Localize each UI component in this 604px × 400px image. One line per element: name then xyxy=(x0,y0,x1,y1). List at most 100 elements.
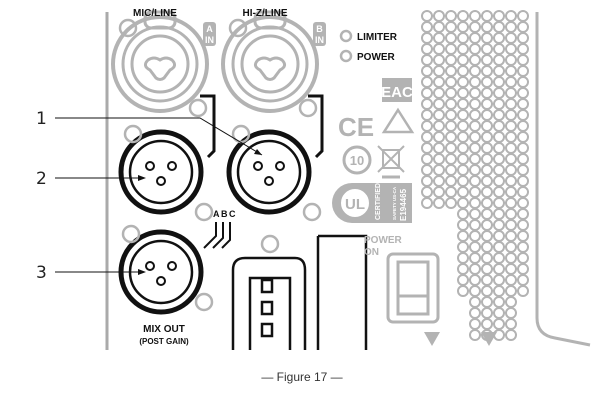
vent-hole xyxy=(505,307,517,319)
vent-hole xyxy=(505,87,517,99)
vent-hole xyxy=(493,329,505,341)
vent-hole xyxy=(457,285,469,297)
vent-hole xyxy=(481,307,493,319)
vent-hole xyxy=(493,87,505,99)
xlr-output-b xyxy=(226,94,324,222)
vent-hole xyxy=(505,263,517,275)
vent-hole xyxy=(493,285,505,297)
vent-hole xyxy=(481,230,493,242)
vent-hole xyxy=(505,10,517,22)
vent-hole xyxy=(433,142,445,154)
vent-hole xyxy=(421,32,433,44)
vent-hole xyxy=(469,318,481,330)
vent-hole xyxy=(517,241,529,253)
vent-hole xyxy=(457,109,469,121)
vent-hole xyxy=(433,43,445,55)
vent-hole xyxy=(493,252,505,264)
vent-hole xyxy=(493,164,505,176)
vent-hole xyxy=(457,252,469,264)
vent-hole xyxy=(469,296,481,308)
vent-hole xyxy=(457,98,469,110)
vent-hole xyxy=(493,120,505,132)
vent-hole xyxy=(517,274,529,286)
channel-b-label: B xyxy=(316,24,323,34)
vent-hole xyxy=(457,142,469,154)
vent-hole xyxy=(445,186,457,198)
vent-hole xyxy=(421,10,433,22)
vent-hole xyxy=(493,32,505,44)
vent-hole xyxy=(481,142,493,154)
vent-hole xyxy=(469,197,481,209)
vent-hole xyxy=(481,10,493,22)
vent-hole xyxy=(481,296,493,308)
vent-hole xyxy=(517,263,529,275)
vent-hole xyxy=(505,153,517,165)
vent-hole xyxy=(481,32,493,44)
limiter-led-icon xyxy=(339,29,353,43)
iec-power-inlet xyxy=(231,234,368,350)
vent-hole xyxy=(493,186,505,198)
channel-a-label: A xyxy=(206,24,213,34)
vent-hole xyxy=(445,197,457,209)
vent-hole xyxy=(517,208,529,220)
vent-hole xyxy=(469,120,481,132)
vent-hole xyxy=(421,65,433,77)
vent-hole xyxy=(493,197,505,209)
vent-hole xyxy=(517,32,529,44)
power-led-icon xyxy=(339,49,353,63)
vent-hole xyxy=(445,65,457,77)
vent-hole xyxy=(505,274,517,286)
vent-hole xyxy=(445,153,457,165)
vent-hole xyxy=(505,76,517,88)
vent-hole xyxy=(481,219,493,231)
vent-hole xyxy=(517,285,529,297)
vent-hole xyxy=(481,65,493,77)
vent-hole xyxy=(433,197,445,209)
vent-hole xyxy=(445,98,457,110)
vent-hole xyxy=(493,230,505,242)
vent-hole xyxy=(493,175,505,187)
vent-hole xyxy=(457,43,469,55)
svg-text:E194465: E194465 xyxy=(399,188,408,221)
ground-a-label: A xyxy=(213,209,220,219)
vent-hole xyxy=(481,109,493,121)
vent-hole xyxy=(469,219,481,231)
vent-hole xyxy=(469,263,481,275)
vent-hole xyxy=(493,296,505,308)
vent-hole xyxy=(445,109,457,121)
power-switch[interactable] xyxy=(386,252,440,324)
vent-hole xyxy=(445,131,457,143)
panel-right-edge xyxy=(535,12,591,347)
vent-hole xyxy=(505,164,517,176)
vent-hole xyxy=(421,175,433,187)
mix-out-label: MIX OUT xyxy=(143,324,185,335)
power-label: POWER xyxy=(357,52,396,63)
ce-mark-icon: CE xyxy=(338,112,374,142)
vent-hole xyxy=(469,131,481,143)
vent-hole xyxy=(517,87,529,99)
vent-hole xyxy=(469,241,481,253)
vent-hole xyxy=(433,32,445,44)
vent-hole xyxy=(433,21,445,33)
eac-mark-icon xyxy=(382,78,412,102)
vent-hole xyxy=(505,21,517,33)
vent-hole xyxy=(517,76,529,88)
vent-hole xyxy=(493,142,505,154)
vent-hole xyxy=(505,98,517,110)
vent-hole xyxy=(517,230,529,242)
vent-hole xyxy=(421,76,433,88)
vent-hole xyxy=(457,274,469,286)
xlr-output-a xyxy=(118,94,216,222)
weee-bin-icon xyxy=(377,145,405,179)
vent-hole xyxy=(469,186,481,198)
vent-hole xyxy=(469,307,481,319)
vent-hole xyxy=(505,285,517,297)
svg-text:10: 10 xyxy=(350,153,364,168)
vent-hole xyxy=(505,318,517,330)
vent-hole xyxy=(469,329,481,341)
ul-certified-mark-icon: UL CERTIFIED SAFETY US-CA E194465 xyxy=(332,183,412,223)
vent-hole xyxy=(457,230,469,242)
vent-hole xyxy=(469,285,481,297)
vent-hole xyxy=(493,219,505,231)
vent-hole xyxy=(469,98,481,110)
